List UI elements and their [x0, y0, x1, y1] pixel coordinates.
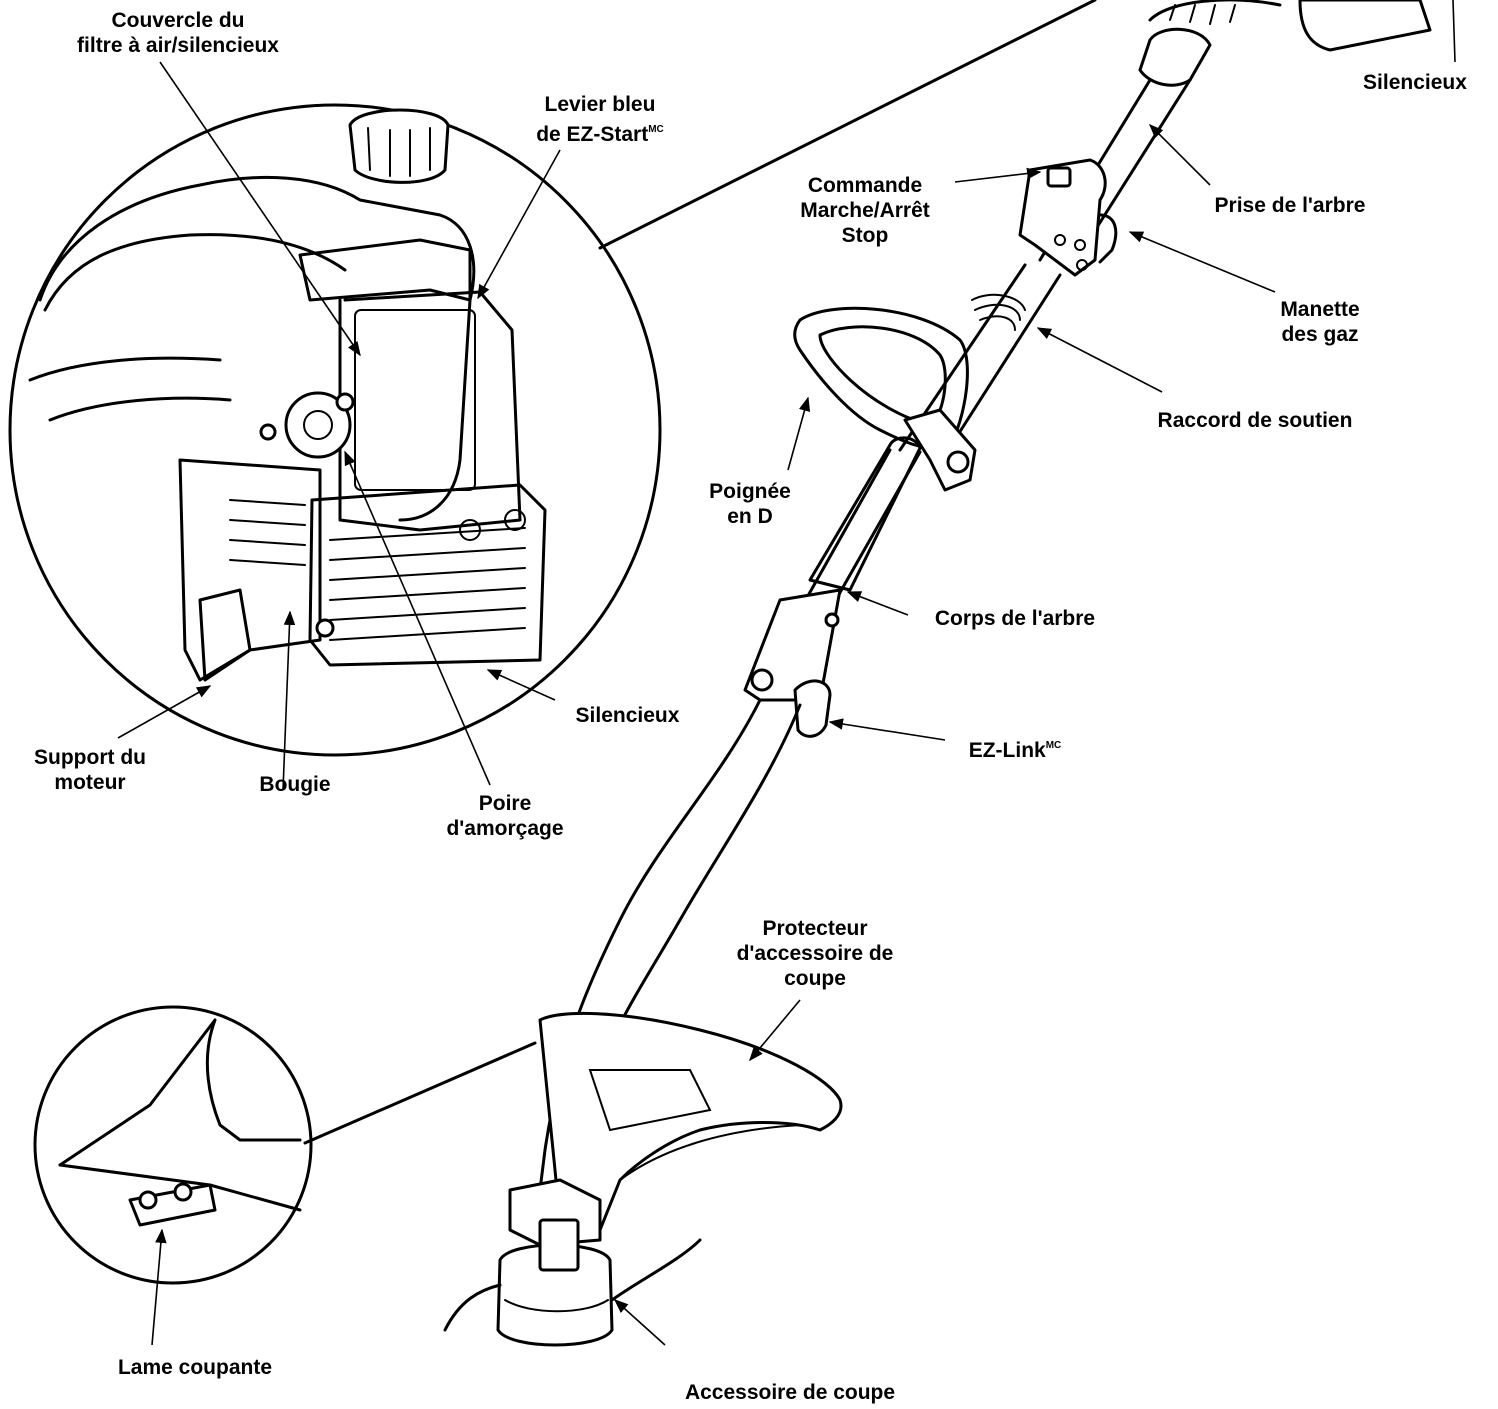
label-ez-link: EZ-LinkMC: [968, 739, 1062, 762]
label-lame-coupante: Lame coupante: [117, 1356, 273, 1379]
label-protecteur: Protecteur d'accessoire de coupe: [736, 917, 894, 990]
label-levier-bleu: Levier bleu de EZ-StartMC: [536, 93, 664, 146]
leader-silencieux-mid: [486, 669, 556, 701]
leader-couvercle: [159, 61, 361, 357]
leader-lines: [117, 0, 1456, 1346]
leader-poire: [344, 450, 491, 786]
leader-support: [117, 685, 212, 739]
label-corps-arbre: Corps de l'arbre: [934, 607, 1096, 630]
trimmer-illustration: [443, 0, 1432, 1347]
leader-corps: [846, 591, 909, 616]
leader-bougie: [282, 610, 296, 791]
leader-poignee: [787, 396, 811, 471]
leader-ez-link: [828, 718, 946, 741]
label-couvercle-filtre: Couvercle du filtre à air/silencieux: [77, 9, 279, 57]
label-raccord-soutien: Raccord de soutien: [1157, 409, 1353, 432]
leader-accessoire: [613, 1299, 666, 1346]
engine-detail-circle: [8, 0, 1097, 757]
leader-raccord: [1036, 327, 1163, 393]
label-prise-arbre: Prise de l'arbre: [1214, 194, 1366, 217]
label-silencieux-top: Silencieux: [1363, 71, 1467, 94]
leader-commande: [954, 167, 1042, 183]
label-poire-amorcage: Poire d'amorçage: [446, 792, 564, 840]
leader-prise: [1148, 123, 1211, 186]
leader-manette: [1128, 231, 1276, 293]
blade-detail-circle: [33, 1005, 537, 1285]
leader-levier: [477, 149, 561, 300]
label-manette-gaz: Manette des gaz: [1280, 298, 1360, 346]
label-bougie: Bougie: [259, 773, 331, 796]
leader-protecteur: [749, 999, 801, 1062]
label-silencieux-mid: Silencieux: [575, 704, 680, 727]
label-support-moteur: Support du moteur: [34, 746, 146, 794]
label-commande: Commande Marche/Arrêt Stop: [800, 174, 930, 247]
label-accessoire-coupe: Accessoire de coupe: [684, 1381, 896, 1404]
label-poignee-d: Poignée en D: [709, 480, 791, 528]
leader-lame: [151, 1228, 167, 1346]
leader-silencieux-top: [1452, 0, 1456, 63]
